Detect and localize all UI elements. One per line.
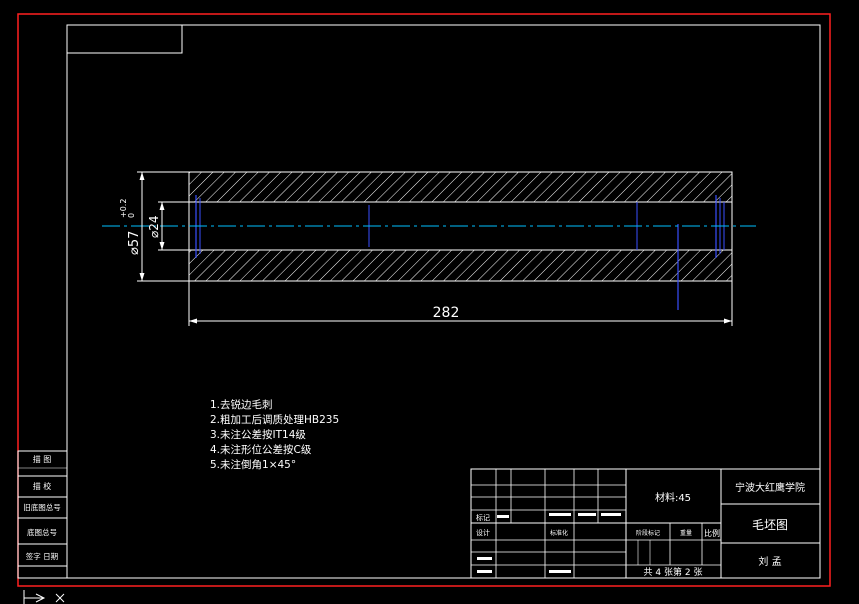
note-3: 3.未注公差按IT14级 xyxy=(210,428,306,441)
length-label: 282 xyxy=(433,305,460,321)
note-4: 4.未注形位公差按C级 xyxy=(210,443,312,456)
dimensions: ⌀57 +0.2 0 ⌀24 282 xyxy=(119,171,733,326)
tb-author: 刘 孟 xyxy=(758,556,781,568)
od-arrow-bottom xyxy=(139,273,145,281)
note-2: 2.粗加工后调质处理HB235 xyxy=(210,414,339,426)
od-label: ⌀57 xyxy=(127,231,142,255)
title-block: 标记 设计 标准化 材料:45 阶段标记 重量 比例 共 4 张第 2 张 宁波… xyxy=(470,468,821,579)
tb-material: 材料:45 xyxy=(655,491,691,504)
outer-border xyxy=(17,13,831,587)
len-arrow-left xyxy=(189,318,197,324)
ucs-x-icon xyxy=(55,593,65,603)
part-section xyxy=(102,171,756,310)
top-left-box xyxy=(66,24,183,54)
tb-mark-label: 标记 xyxy=(476,513,490,522)
note-5: 5.未注倒角1×45° xyxy=(210,458,296,471)
bottom-wall-hatch xyxy=(188,249,733,282)
top-wall-hatch xyxy=(188,171,733,203)
side-row-3: 旧底图总号 xyxy=(23,502,61,512)
od-arrow-top xyxy=(139,172,145,180)
side-row-1: 描 图 xyxy=(33,454,52,464)
tb-standard-label: 标准化 xyxy=(550,529,568,537)
side-row-4: 底图总号 xyxy=(27,527,57,537)
id-arrow-bottom xyxy=(159,242,165,250)
side-record-table: 描 图 描 校 旧底图总号 底图总号 签字 日期 xyxy=(17,450,68,579)
tb-stage-label: 阶段标记 xyxy=(636,529,660,537)
tb-scale-label: 比例 xyxy=(704,528,720,538)
tb-sheet: 共 4 张第 2 张 xyxy=(644,566,703,578)
note-1: 1.去锐边毛刺 xyxy=(210,398,273,411)
side-row-2: 描 校 xyxy=(33,481,52,491)
technical-notes: 1.去锐边毛刺 2.粗加工后调质处理HB235 3.未注公差按IT14级 4.未… xyxy=(210,398,339,471)
id-label: ⌀24 xyxy=(147,216,161,239)
od-tol-lower: 0 xyxy=(127,213,136,218)
tb-design-label: 设计 xyxy=(476,528,490,537)
tb-weight-label: 重量 xyxy=(680,529,692,537)
tb-school: 宁波大红鹰学院 xyxy=(735,481,805,494)
inner-border xyxy=(66,24,821,579)
tb-title: 毛坯图 xyxy=(752,518,788,532)
ucs-arrow-icon xyxy=(23,590,46,604)
od-tol-upper: +0.2 xyxy=(119,199,128,218)
side-row-5: 签字 日期 xyxy=(26,551,58,561)
id-arrow-top xyxy=(159,202,165,210)
len-arrow-right xyxy=(724,318,732,324)
